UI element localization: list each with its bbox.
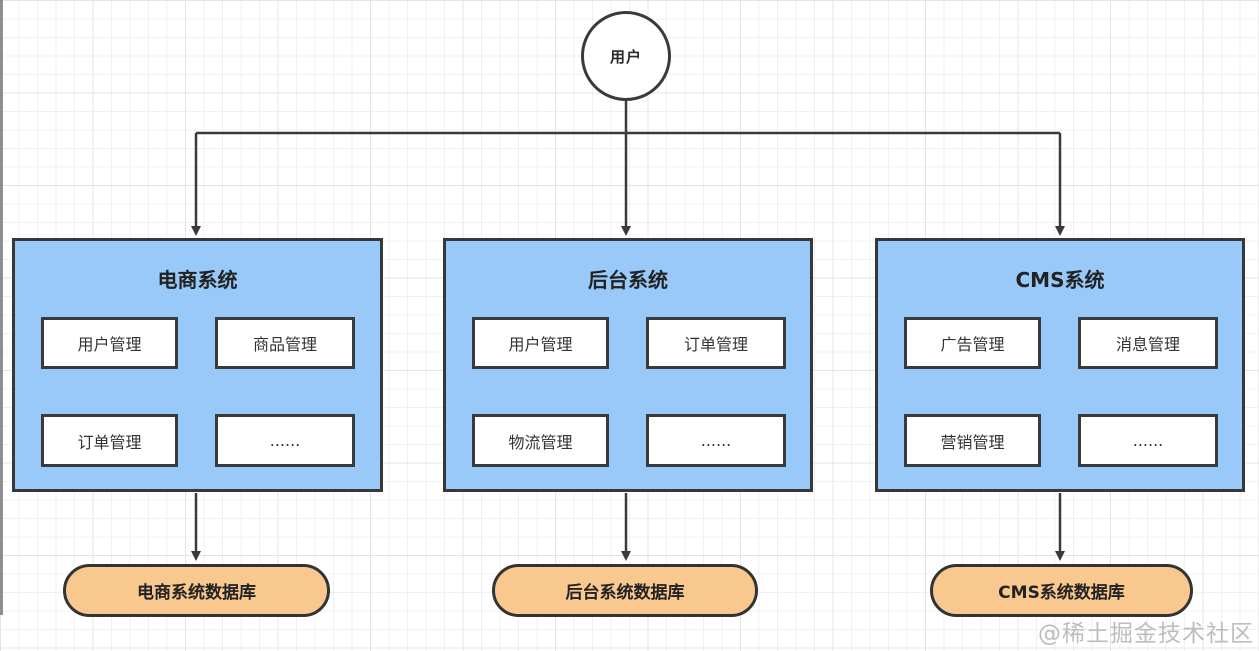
module-box: 用户管理 xyxy=(472,317,609,369)
module-box-ellipsis: ...... xyxy=(1078,414,1218,467)
module-box: 商品管理 xyxy=(215,317,355,369)
user-node-label: 用户 xyxy=(609,47,642,66)
module-box: 广告管理 xyxy=(904,317,1041,369)
database-backend: 后台系统数据库 xyxy=(492,564,758,617)
user-node: 用户 xyxy=(581,11,671,101)
system-backend-title: 后台系统 xyxy=(588,267,668,292)
module-box: 消息管理 xyxy=(1078,317,1218,369)
system-backend: 后台系统 用户管理 订单管理 物流管理 ...... xyxy=(443,238,813,492)
canvas-left-edge xyxy=(0,0,3,615)
module-box-ellipsis: ...... xyxy=(646,414,786,467)
system-cms: CMS系统 广告管理 消息管理 营销管理 ...... xyxy=(875,238,1245,492)
module-box: 物流管理 xyxy=(472,414,609,467)
database-ecommerce: 电商系统数据库 xyxy=(63,564,330,617)
module-box: 营销管理 xyxy=(904,414,1041,467)
system-ecommerce-title: 电商系统 xyxy=(157,267,238,292)
module-box-ellipsis: ...... xyxy=(215,414,355,467)
system-cms-title: CMS系统 xyxy=(1015,267,1105,292)
module-box: 订单管理 xyxy=(41,414,178,467)
database-cms: CMS系统数据库 xyxy=(930,564,1193,617)
module-box: 用户管理 xyxy=(41,317,178,369)
system-ecommerce: 电商系统 用户管理 商品管理 订单管理 ...... xyxy=(12,238,383,492)
module-box: 订单管理 xyxy=(646,317,786,369)
watermark: @稀土掘金技术社区 xyxy=(1038,621,1254,647)
